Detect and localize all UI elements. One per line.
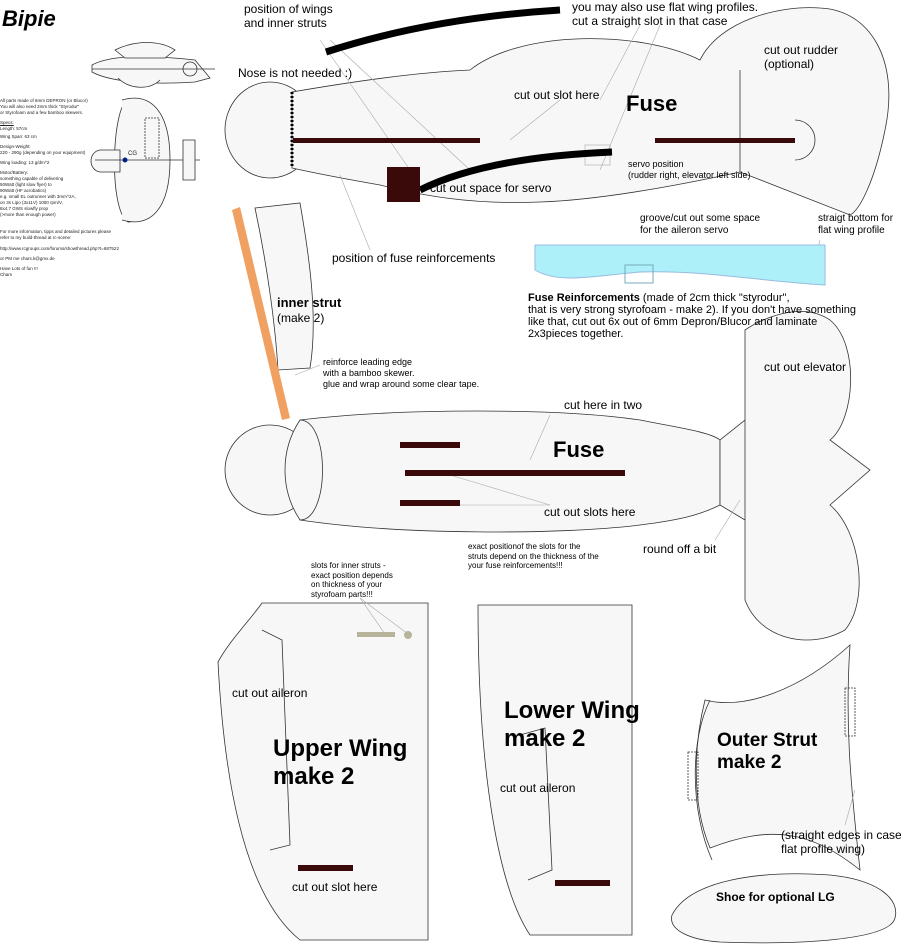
top-slot-1 (400, 442, 460, 448)
label-cut-elevator: cut out elevator (764, 360, 847, 374)
upper-wing-strut-slot (357, 632, 395, 637)
top-slot-3 (400, 500, 460, 506)
info-line: Wing loading: 13 g/dm^2 (0, 160, 50, 165)
label-nose: Nose is not needed :) (238, 66, 353, 80)
label-upper-slot: cut out slot here (292, 880, 378, 894)
upper-wing-slot (298, 865, 353, 871)
label-slots-here: cut out slots here (544, 505, 636, 519)
upper-wing-outline (217, 602, 429, 941)
info-line: For more information, tipps and detailed… (0, 229, 112, 234)
info-line: Chars (0, 272, 13, 277)
label-straight-edges: (straight edges in case of flat profile … (781, 828, 901, 856)
info-line: Wing Span: 63 cm (0, 134, 37, 139)
top-view-thumbnail (90, 97, 200, 223)
shoe-outline (671, 873, 897, 944)
info-line: 220 - 290g (depending on your equipment) (0, 150, 86, 155)
fuse-side-title: Fuse (626, 91, 678, 116)
label-lower-aileron: cut out aileron (500, 781, 576, 795)
info-line: Specs: (0, 120, 14, 125)
lower-wing-outline (477, 604, 633, 936)
info-line: 8x4.7 GWS slowfly prop (0, 206, 49, 211)
shoe-title: Shoe for optional LG (716, 890, 835, 904)
info-line: Design-Weight: (0, 144, 31, 149)
label-rudder: cut out rudder(optional) (764, 43, 839, 71)
fuse-reinforcement (534, 244, 826, 286)
upper-wing-strut-hole (404, 631, 412, 639)
info-line: 90Watt (HF acrobatics) (0, 188, 47, 193)
inner-strut-edge (232, 207, 290, 420)
label-servo-position: servo position(rudder right, elevator le… (628, 159, 751, 180)
outer-strut-outline (695, 644, 861, 871)
cg-label: CG (128, 151, 137, 157)
info-line: refer to my build-thread at rc-scene: (0, 235, 72, 240)
label-cut-two: cut here in two (564, 398, 643, 412)
info-line: Length: 57cm (0, 126, 28, 131)
servo-cutout (387, 167, 420, 202)
lower-wing-slot (555, 880, 610, 886)
info-line: All parts made of 6mm DEPRON (or Blucor) (0, 98, 88, 103)
info-line: You will also need 2mm thick "Styrodur" (0, 104, 80, 109)
fuse-top-title: Fuse (553, 437, 605, 462)
info-line: (>more than enough power) (0, 212, 56, 217)
label-upper-aileron: cut out aileron (232, 686, 308, 700)
info-line: or Styrofoam and a few bamboo skewers. (0, 110, 84, 115)
inner-strut-count: (make 2) (277, 311, 325, 325)
cg-marker (122, 157, 128, 163)
side-view-thumbnail (91, 42, 215, 88)
fuse-side-outline (291, 7, 890, 216)
upper-wing-position-arc (324, 6, 561, 56)
info-line: Motor/Battery: (0, 170, 29, 175)
side-slot-front (293, 138, 480, 143)
label-servo-space: cut out space for servo (430, 181, 552, 195)
top-slot-2 (405, 470, 625, 476)
inner-strut-title: inner strut (277, 295, 342, 310)
info-line: something capable of delivering (0, 176, 64, 181)
reinforcement-description: Fuse Reinforcements (made of 2cm thick "… (528, 292, 856, 340)
label-inner-slots: slots for inner struts -exact position d… (311, 561, 393, 599)
side-slot-rear (655, 138, 795, 143)
info-line: or PM me chars.k@gmx.de (0, 256, 55, 261)
plan-title: Bipie (2, 6, 56, 31)
info-line: on 3s Lipo (3x11V) 1000 rpm/V, (0, 200, 63, 205)
label-slot-here: cut out slot here (514, 88, 600, 102)
elevator-outline (719, 311, 871, 641)
label-flat-profiles: you may also use flat wing profiles.cut … (572, 0, 759, 28)
label-reinforcement-position: position of fuse reinforcements (332, 251, 496, 265)
info-link[interactable]: http://www.rcgroups.com/forums/showthrea… (0, 246, 119, 251)
label-round-off: round off a bit (643, 542, 717, 556)
info-line: 50Watt (light slow flyer) to (0, 182, 52, 187)
inner-strut-outline (254, 202, 314, 371)
lower-wing-position-arc (418, 148, 613, 194)
info-line: e.g. small EL outrunner with 3mm^2A, (0, 194, 76, 199)
info-line: Have Lots of fun !!! (0, 266, 38, 271)
